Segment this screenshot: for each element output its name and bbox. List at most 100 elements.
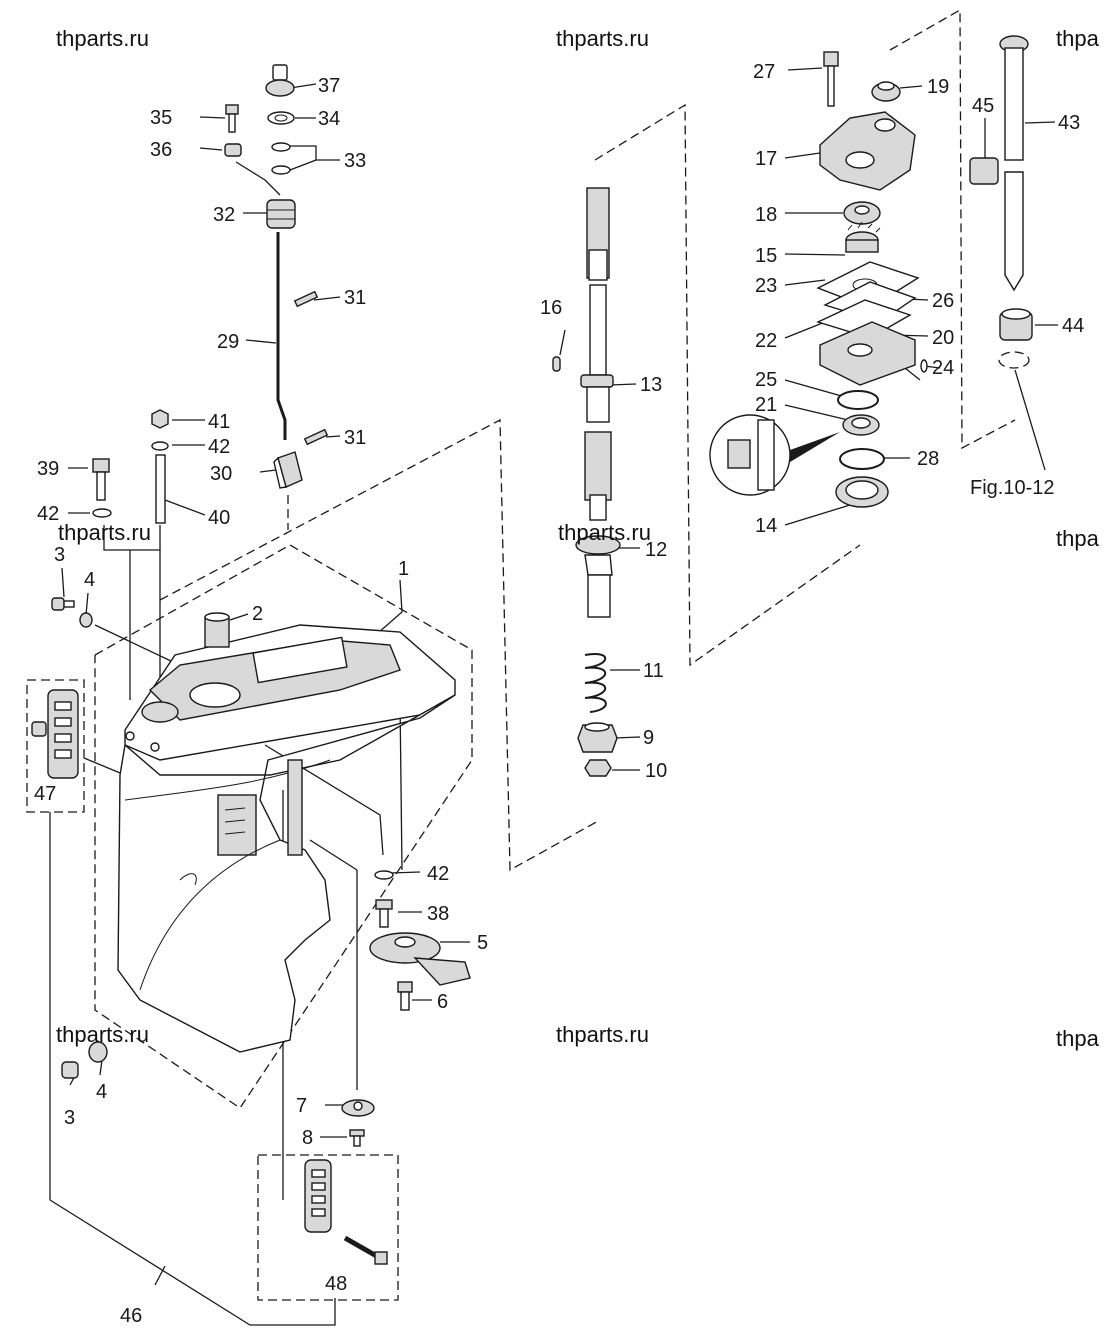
part-7-anode-small bbox=[341, 1099, 375, 1117]
watermark: thpa bbox=[1056, 26, 1100, 51]
callout-20: 20 bbox=[932, 327, 954, 349]
part-30-connector bbox=[273, 451, 303, 489]
callout-8: 8 bbox=[302, 1127, 313, 1149]
part-37-knob bbox=[265, 64, 295, 97]
callout-36: 36 bbox=[150, 139, 172, 161]
part-32-grommet bbox=[266, 199, 296, 229]
part-41-nut bbox=[151, 409, 169, 429]
part-39-bolt bbox=[92, 458, 110, 501]
part-15-impeller bbox=[845, 221, 881, 253]
part-48-anode bbox=[304, 1159, 388, 1265]
fig-ref-part bbox=[998, 351, 1030, 369]
callout-38: 38 bbox=[427, 903, 449, 925]
watermark: thparts.ru bbox=[58, 520, 151, 545]
part-47-anode bbox=[31, 689, 79, 779]
part-16-key bbox=[552, 356, 561, 372]
part-17-pump-housing bbox=[819, 111, 916, 191]
callout-27: 27 bbox=[753, 61, 775, 83]
part-21-oil-seal bbox=[842, 414, 880, 436]
callout-43: 43 bbox=[1058, 112, 1080, 134]
part-19-grommet bbox=[871, 81, 901, 102]
callout-15: 15 bbox=[755, 245, 777, 267]
part-34-washer bbox=[267, 111, 295, 125]
dashed-guides bbox=[26, 8, 1016, 1301]
part-42-washer-a bbox=[151, 441, 169, 451]
callout-3a: 3 bbox=[54, 544, 65, 566]
callout-40: 40 bbox=[208, 507, 230, 529]
part-43-water-tube bbox=[999, 35, 1029, 292]
callout-13: 13 bbox=[640, 374, 662, 396]
callout-29: 29 bbox=[217, 331, 239, 353]
part-33-washer-upper bbox=[271, 142, 291, 152]
callout-22: 22 bbox=[755, 330, 777, 352]
shift-rod-assembly bbox=[224, 64, 329, 489]
part-35-bolt bbox=[225, 104, 239, 133]
callout-42a: 42 bbox=[208, 436, 230, 458]
watermark: thparts.ru bbox=[556, 26, 649, 51]
part-5-trim-tab bbox=[369, 932, 471, 986]
callout-21: 21 bbox=[755, 394, 777, 416]
callout-25: 25 bbox=[755, 369, 777, 391]
callout-9: 9 bbox=[643, 727, 654, 749]
watermark: thparts.ru bbox=[558, 520, 651, 545]
part-1-lower-case bbox=[117, 624, 456, 1053]
part-27-bolt bbox=[823, 51, 839, 107]
watermark: thparts.ru bbox=[56, 26, 149, 51]
callout-48: 48 bbox=[325, 1273, 347, 1295]
callout-12: 12 bbox=[645, 539, 667, 561]
part-36-collar bbox=[224, 143, 242, 157]
part-40-stud bbox=[155, 454, 166, 524]
part-25-o-ring bbox=[837, 390, 879, 410]
callout-33: 33 bbox=[344, 150, 366, 172]
callout-42c: 42 bbox=[427, 863, 449, 885]
watermark: thparts.ru bbox=[56, 1022, 149, 1047]
part-12-bushing bbox=[575, 535, 621, 618]
callout-26: 26 bbox=[932, 290, 954, 312]
part-3-bolt-upper bbox=[51, 597, 75, 611]
part-33-washer-lower bbox=[271, 165, 291, 175]
callout-34: 34 bbox=[318, 108, 340, 130]
part-20-base bbox=[819, 321, 916, 386]
callout-47: 47 bbox=[34, 783, 56, 805]
callout-4b: 4 bbox=[96, 1081, 107, 1103]
callout-3b: 3 bbox=[64, 1107, 75, 1129]
figure-reference: Fig.10-12 bbox=[970, 477, 1055, 499]
part-14-bearing bbox=[835, 476, 889, 508]
part-38-bolt bbox=[375, 899, 393, 928]
part-4-washer-lower bbox=[88, 1041, 108, 1063]
callout-31a: 31 bbox=[344, 287, 366, 309]
part-31-pin-upper bbox=[293, 290, 319, 308]
part-3-bolt-lower bbox=[61, 1061, 79, 1079]
part-29-shift-rod bbox=[276, 232, 287, 440]
part-31-pin-lower bbox=[303, 428, 329, 446]
callout-32: 32 bbox=[213, 204, 235, 226]
part-24-pin bbox=[920, 359, 928, 373]
callout-18: 18 bbox=[755, 204, 777, 226]
callout-41: 41 bbox=[208, 411, 230, 433]
callout-7: 7 bbox=[296, 1095, 307, 1117]
watermark: thparts.ru bbox=[556, 1022, 649, 1047]
part-8-screw bbox=[349, 1129, 365, 1147]
callout-24: 24 bbox=[932, 357, 954, 379]
callout-14: 14 bbox=[755, 515, 777, 537]
part-13-drive-shaft bbox=[580, 187, 614, 521]
callout-1: 1 bbox=[398, 558, 409, 580]
part-45-grommet bbox=[969, 157, 999, 185]
callout-6: 6 bbox=[437, 991, 448, 1013]
part-28-o-ring bbox=[839, 448, 885, 470]
callout-37: 37 bbox=[318, 75, 340, 97]
watermark: thpa bbox=[1056, 526, 1100, 551]
part-9-pinion bbox=[577, 722, 618, 753]
callout-45: 45 bbox=[972, 95, 994, 117]
part-2-bushing bbox=[204, 612, 230, 648]
callout-44: 44 bbox=[1062, 315, 1084, 337]
stud-bolt-set bbox=[92, 409, 169, 524]
callout-31b: 31 bbox=[344, 427, 366, 449]
seal-detail-inset bbox=[709, 414, 840, 496]
watermark: thpa bbox=[1056, 1026, 1100, 1051]
part-44-grommet bbox=[999, 308, 1033, 341]
part-18-bushing bbox=[843, 201, 881, 225]
part-4-washer-upper bbox=[79, 612, 93, 628]
callout-23: 23 bbox=[755, 275, 777, 297]
callout-42b: 42 bbox=[37, 503, 59, 525]
